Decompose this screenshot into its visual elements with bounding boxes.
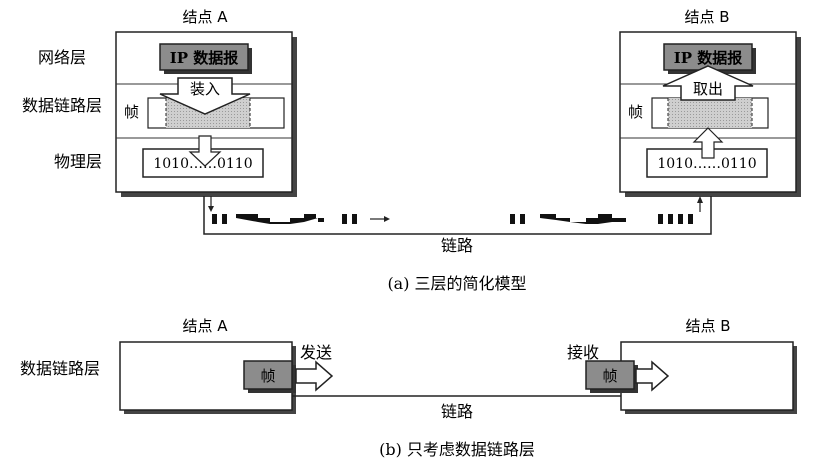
node-b-extract-label: 取出 [693, 80, 723, 98]
caption-a: (a) 三层的简化模型 [387, 274, 526, 293]
physical-link-a [203, 196, 712, 235]
extract-arrow-icon [662, 65, 754, 101]
layer-label-network: 网络层 [38, 48, 86, 67]
node-b-frame [651, 97, 769, 129]
b-send-label: 发送 [300, 343, 332, 362]
receive-arrow-icon [635, 360, 670, 392]
b-node-a-frame-label: 帧 [260, 367, 275, 385]
node-b-bits-up-arrow-icon [692, 127, 724, 159]
node-a-ip-datagram-label: IP 数据报 [170, 49, 239, 67]
send-arrow-icon [295, 360, 334, 392]
node-b-title: 结点 B [684, 8, 729, 26]
layer-label-physical: 物理层 [54, 152, 102, 171]
link-label-b: 链路 [441, 402, 473, 421]
link-label-a: 链路 [441, 236, 473, 255]
node-b-bits-label: 1010……0110 [657, 156, 756, 172]
b-node-a-title: 结点 A [182, 317, 228, 335]
node-b-ip-datagram [663, 43, 756, 74]
b-receive-label: 接收 [567, 343, 599, 362]
b-layer-label-data-link: 数据链路层 [20, 359, 100, 378]
node-a-load-label: 装入 [190, 80, 220, 98]
b-node-b-frame [585, 360, 638, 393]
layer-label-data-link: 数据链路层 [22, 96, 102, 115]
load-arrow-icon [159, 77, 251, 115]
b-node-a-frame [243, 360, 296, 393]
signal-direction-arrow-icon [370, 216, 390, 222]
node-b-ip-datagram-label: IP 数据报 [674, 49, 743, 67]
node-a-title: 结点 A [182, 8, 228, 26]
node-a-bits-down-arrow-icon [188, 135, 222, 167]
caption-b: (b) 只考虑数据链路层 [379, 440, 535, 459]
node-b-frame-label: 帧 [628, 103, 643, 121]
bit-stream-signal [212, 214, 693, 224]
node-a-ip-datagram [159, 43, 252, 74]
b-node-b-frame-label: 帧 [602, 367, 617, 385]
b-node-b-title: 结点 B [685, 317, 730, 335]
node-a-frame-label: 帧 [124, 103, 139, 121]
